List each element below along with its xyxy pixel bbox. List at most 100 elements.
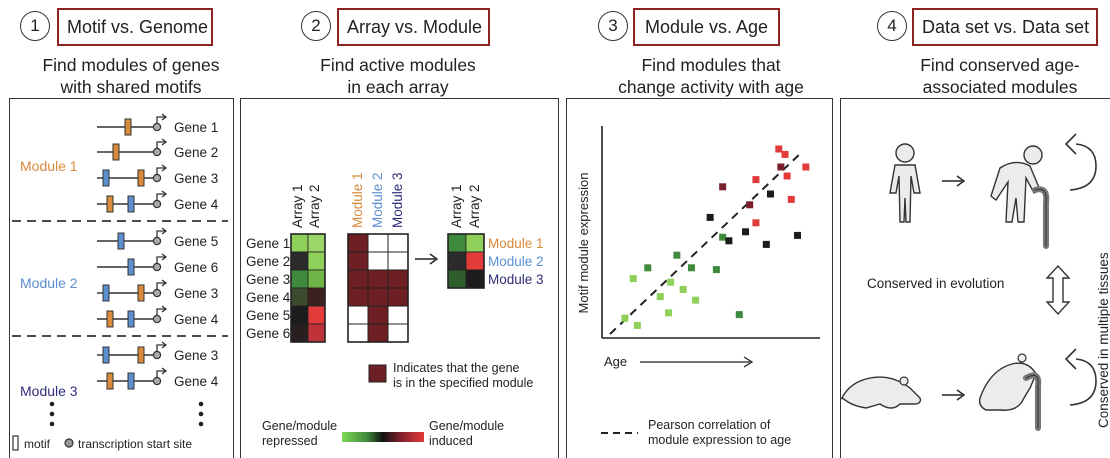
scatter-point xyxy=(802,163,810,171)
step-2-title: Array vs. Module xyxy=(337,8,490,46)
gene-label: Gene 4 xyxy=(174,197,219,212)
expression-cell xyxy=(290,323,309,343)
step-1-number-badge: 1 xyxy=(20,11,50,41)
gene-row: Gene 6 xyxy=(97,253,218,276)
scatter-point xyxy=(735,311,743,319)
scatter-point xyxy=(742,228,750,236)
scatter-point xyxy=(777,163,785,171)
panel-2-box xyxy=(240,98,559,458)
panel-1-box xyxy=(9,98,234,458)
module-activity-cell xyxy=(465,251,485,271)
step-2-number-badge: 2 xyxy=(301,11,331,41)
module-activity-cell xyxy=(447,251,467,271)
ellipsis-dot xyxy=(198,421,204,427)
scatter-point xyxy=(781,150,789,158)
gene-label: Gene 4 xyxy=(174,312,219,327)
expression-gradient-bar xyxy=(342,432,424,442)
membership-cell xyxy=(347,323,369,343)
tss-mark xyxy=(152,173,162,183)
scatter-point xyxy=(746,201,754,209)
step-4-number-badge: 4 xyxy=(877,11,907,41)
conserved-in-multiple-tissues-label: Conserved in multiple tissues xyxy=(1096,252,1110,428)
expression-cell xyxy=(307,305,326,325)
module-activity-cell xyxy=(465,233,485,253)
gene-label: Gene 5 xyxy=(174,234,218,249)
subtitle-line: Find modules that xyxy=(641,55,781,75)
motif-mark xyxy=(117,232,125,250)
motif-mark xyxy=(137,169,145,187)
scatter-point xyxy=(719,233,727,241)
tss-mark xyxy=(152,350,162,360)
motif-legend-label: motif xyxy=(24,437,51,451)
correlation-legend-text: module expression to age xyxy=(648,433,791,447)
tss-mark xyxy=(152,236,162,246)
tss-mark xyxy=(152,314,162,324)
module-activity-cell xyxy=(447,269,467,289)
motif-legend: motif transcription start site xyxy=(12,435,192,451)
expression-cell xyxy=(307,233,326,253)
gene-row: Gene 4 xyxy=(97,305,219,328)
repeat-human-arrow-icon xyxy=(1069,143,1097,191)
membership-legend-text: Indicates that the gene xyxy=(393,361,520,375)
young-mouse-icon xyxy=(840,376,922,409)
motif-mark xyxy=(102,169,110,187)
motif-mark xyxy=(102,346,110,364)
scatter-point xyxy=(673,251,681,259)
conserved-in-evolution-label: Conserved in evolution xyxy=(867,276,1004,291)
motif-mark xyxy=(106,310,114,328)
subtitle-line: in each array xyxy=(347,77,449,97)
membership-cell xyxy=(387,251,409,271)
scatter-point xyxy=(679,285,687,293)
heatmap-column-label: Array 1 xyxy=(449,184,464,228)
scatter-point xyxy=(766,190,774,198)
expression-cell xyxy=(307,251,326,271)
motif-mark xyxy=(102,284,110,302)
membership-cell xyxy=(367,251,389,271)
ellipsis-dot xyxy=(49,421,55,427)
scatter-point xyxy=(783,172,791,180)
panel-3-box xyxy=(566,98,833,458)
heatmap-column-label: Array 2 xyxy=(467,184,482,228)
tss-mark xyxy=(152,199,162,209)
gene-label: Gene 4 xyxy=(174,374,219,389)
heatmap-gene-label: Gene 5 xyxy=(246,308,290,323)
subtitle-line: Find conserved age- xyxy=(920,55,1080,75)
correlation-line xyxy=(609,151,803,335)
gene-row: Gene 4 xyxy=(97,367,219,390)
gene-label: Gene 6 xyxy=(174,260,218,275)
gene-row: Gene 4 xyxy=(97,190,219,213)
y-axis-label: Motif module expression xyxy=(576,173,591,314)
ellipsis-dot xyxy=(49,411,55,417)
induced-label: Gene/module xyxy=(429,419,504,433)
scatter-point xyxy=(644,264,652,272)
step-4-title: Data set vs. Data set xyxy=(912,8,1098,46)
motif-mark xyxy=(127,310,135,328)
membership-cell xyxy=(387,323,409,343)
scatter-point xyxy=(725,237,733,245)
expression-cell xyxy=(307,287,326,307)
motif-mark xyxy=(106,372,114,390)
membership-cell xyxy=(387,269,409,289)
membership-cell xyxy=(347,269,369,289)
membership-cell xyxy=(387,305,409,325)
gene-row: Gene 3 xyxy=(97,279,218,302)
panel-4-conservation-diagram: Conserved in evolution Conserved in multi… xyxy=(840,133,1110,431)
result-module-label: Module 3 xyxy=(488,272,544,287)
gene-row: Gene 1 xyxy=(97,113,218,136)
heatmap-gene-label: Gene 4 xyxy=(246,290,291,305)
gene-row: Gene 3 xyxy=(97,341,218,364)
scatter-point xyxy=(665,309,673,317)
expression-cell xyxy=(290,287,309,307)
x-axis-label: Age xyxy=(604,354,627,369)
subtitle-line: Find modules of genes xyxy=(42,55,220,75)
motif-mark xyxy=(124,118,132,136)
repressed-label: Gene/module xyxy=(262,419,337,433)
induced-label: induced xyxy=(429,434,473,448)
step-3-number-badge: 3 xyxy=(598,11,628,41)
motif-mark xyxy=(127,258,135,276)
repressed-label: repressed xyxy=(262,434,318,448)
expression-cell xyxy=(290,269,309,289)
scatter-point xyxy=(667,278,675,286)
